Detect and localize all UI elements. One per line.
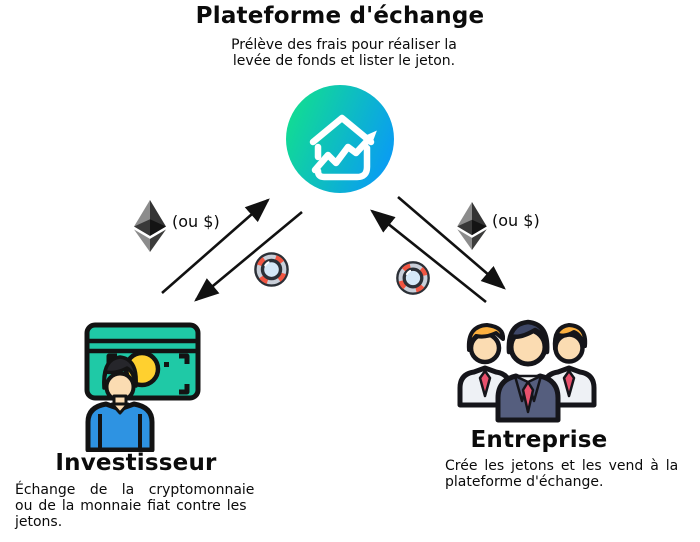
enterprise-title: Entreprise: [470, 427, 608, 453]
token-coin-icon: [396, 261, 430, 295]
right-flow-label: (ou $): [492, 211, 540, 230]
investor-desc-line: ou de la monnaie fiat contre les: [15, 497, 247, 514]
arrow-enterprise-to-exchange: [370, 209, 487, 304]
arrow-investor-to-exchange: [161, 198, 270, 294]
page-subtitle: Prélève des frais pour réaliser la levée…: [0, 37, 688, 69]
arrow-exchange-to-investor: [194, 210, 303, 302]
enterprise-desc-line: plateforme d'échange.: [445, 473, 604, 490]
left-flow-label: (ou $): [172, 212, 220, 231]
investor-icon: [84, 322, 201, 452]
subtitle-line: Prélève des frais pour réaliser la: [231, 37, 457, 53]
enterprise-icon: [457, 319, 597, 423]
exchange-icon: [286, 85, 394, 193]
subtitle-line: levée de fonds et lister le jeton.: [232, 53, 456, 69]
investor-desc-line: Échange de la cryptomonnaie: [15, 482, 255, 498]
arrow-exchange-to-enterprise: [397, 196, 506, 290]
enterprise-desc-line: Crée les jetons et les vend à la: [445, 458, 679, 474]
investor-desc-line: jetons.: [15, 513, 63, 530]
ethereum-icon: [457, 202, 487, 250]
token-coin-icon: [254, 252, 289, 287]
enterprise-description: Crée les jetons et les vend à la platefo…: [445, 458, 679, 491]
page-title: Plateforme d'échange: [195, 3, 485, 29]
investor-description: Échange de la cryptomonnaie ou de la mon…: [15, 482, 258, 530]
ethereum-icon: [134, 200, 166, 252]
investor-title: Investisseur: [55, 450, 217, 476]
